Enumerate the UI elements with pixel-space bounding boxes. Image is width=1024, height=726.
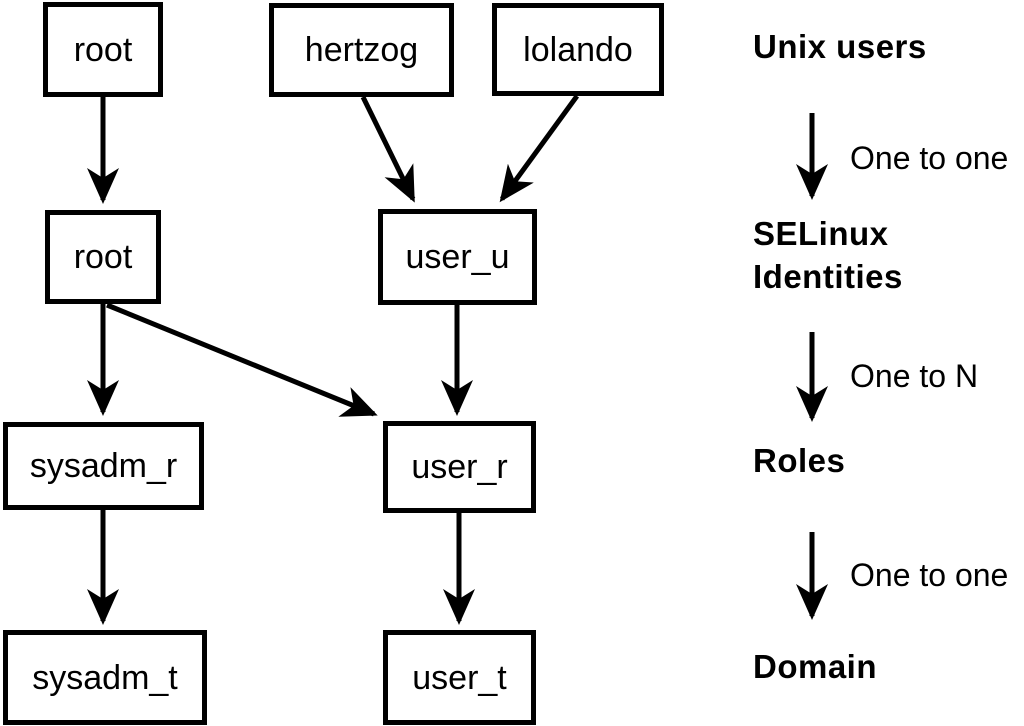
legend-relation-one-to-n: One to N (850, 358, 979, 394)
arrow-lolando-to-user_u (499, 94, 580, 203)
node-selinux-identity-user_u: user_u (378, 209, 537, 305)
legend-level-domain: Domain (753, 648, 878, 685)
legend-level-selinux-identities: SELinux Identities (753, 215, 903, 295)
legend-level-unix-users: Unix users (753, 28, 927, 65)
node-unix-user-lolando: lolando (492, 3, 664, 96)
arrow-hertzog-to-user_u (360, 95, 416, 203)
node-unix-user-hertzog: hertzog (269, 3, 454, 97)
node-role-user_r: user_r (383, 421, 536, 513)
node-selinux-identity-root: root (45, 210, 161, 304)
legend-relation-one-to-one-1: One to one (850, 140, 1009, 176)
legend-relation-one-to-one-2: One to one (850, 557, 1009, 593)
legend-level-roles: Roles (753, 442, 846, 479)
node-domain-user_t: user_t (383, 630, 536, 725)
arrow-root-to-user_r (106, 302, 378, 417)
node-unix-user-root: root (43, 2, 163, 97)
node-domain-sysadm_t: sysadm_t (3, 630, 207, 725)
node-role-sysadm_r: sysadm_r (3, 422, 204, 510)
